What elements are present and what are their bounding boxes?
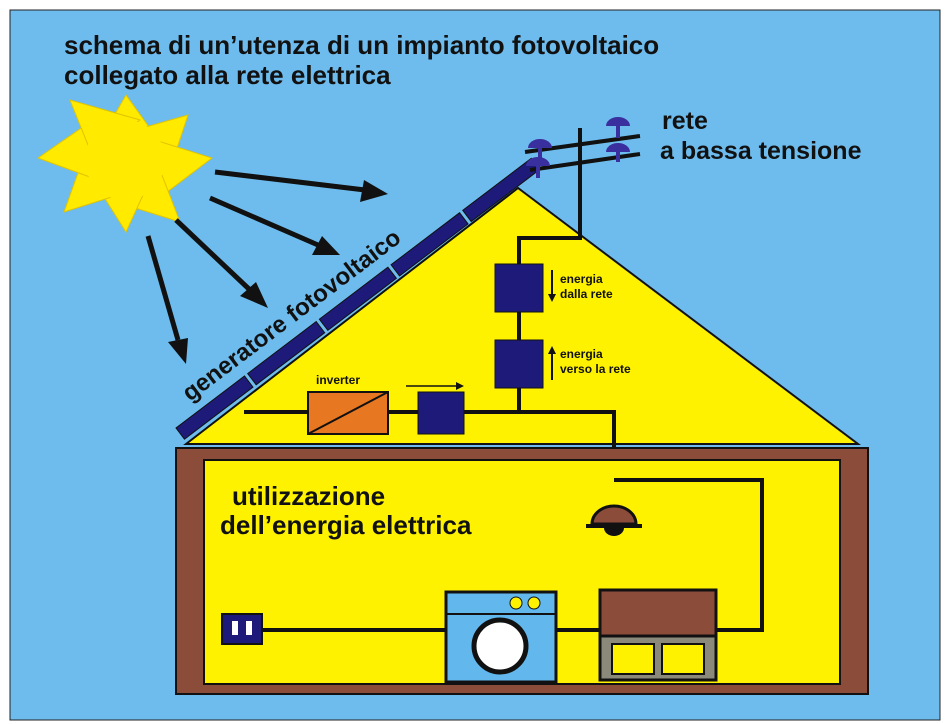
grid-label-line-1: rete [662, 107, 708, 135]
grid-label-line-2: a bassa tensione [660, 137, 862, 165]
usage-label-line-1: utilizzazione [232, 481, 385, 511]
energy-from-grid-line-1: energia [560, 272, 603, 286]
energy-to-grid-line-2: verso la rete [560, 362, 631, 376]
pv-panel [318, 266, 398, 332]
usage-label-line-2: dell’energia elettrica [220, 510, 472, 540]
ray-arrow [145, 235, 188, 364]
house-roof [183, 186, 861, 445]
arrow-down-icon [548, 270, 556, 302]
sun-ray-arrows [145, 169, 388, 364]
pv-panel [175, 375, 254, 440]
insulator-icon [526, 117, 630, 178]
socket-icon [221, 613, 263, 645]
title-line-2: collegato alla rete elettrica [64, 60, 391, 90]
ray-arrow [174, 218, 268, 308]
energy-from-grid-line-2: dalla rete [560, 287, 613, 301]
washing-machine-icon [444, 590, 558, 684]
energy-to-grid-line-1: energia [560, 347, 603, 361]
arrow-up-icon [548, 346, 556, 380]
title-line-1: schema di un’utenza di un impianto fotov… [64, 30, 659, 60]
ray-arrow [209, 195, 340, 255]
pv-panels [175, 157, 541, 440]
production-meter [417, 391, 465, 435]
lamp-icon [586, 504, 642, 536]
interior-wiring [262, 478, 764, 632]
arrow-right-icon [406, 382, 464, 390]
sun-icon [36, 94, 214, 234]
inverter-icon [307, 391, 389, 435]
grid-pole [524, 128, 641, 240]
ray-arrow [214, 169, 388, 202]
stove-icon [598, 588, 718, 682]
pv-panel [390, 212, 469, 277]
pv-panel [246, 320, 326, 386]
meter-to-grid [494, 339, 544, 389]
inverter-label: inverter [316, 373, 360, 387]
meter-from-grid [494, 263, 544, 313]
